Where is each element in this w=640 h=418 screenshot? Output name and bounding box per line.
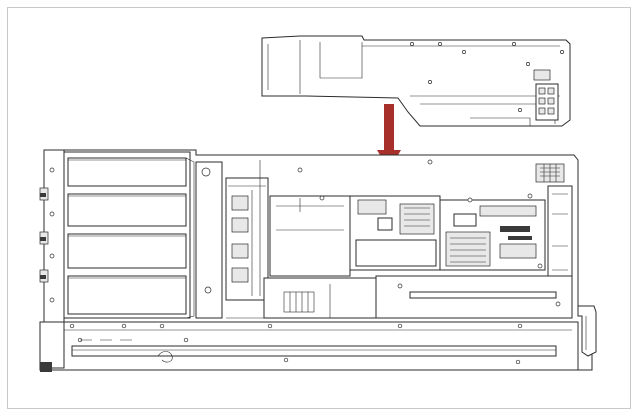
riser-cage <box>261 35 571 127</box>
server-chassis <box>39 149 597 372</box>
system-board <box>297 159 573 319</box>
fan-module <box>195 160 269 319</box>
chassis-rail <box>39 321 579 372</box>
rear-handle <box>577 305 597 357</box>
air-baffle <box>263 195 377 319</box>
drive-cage <box>39 149 195 323</box>
